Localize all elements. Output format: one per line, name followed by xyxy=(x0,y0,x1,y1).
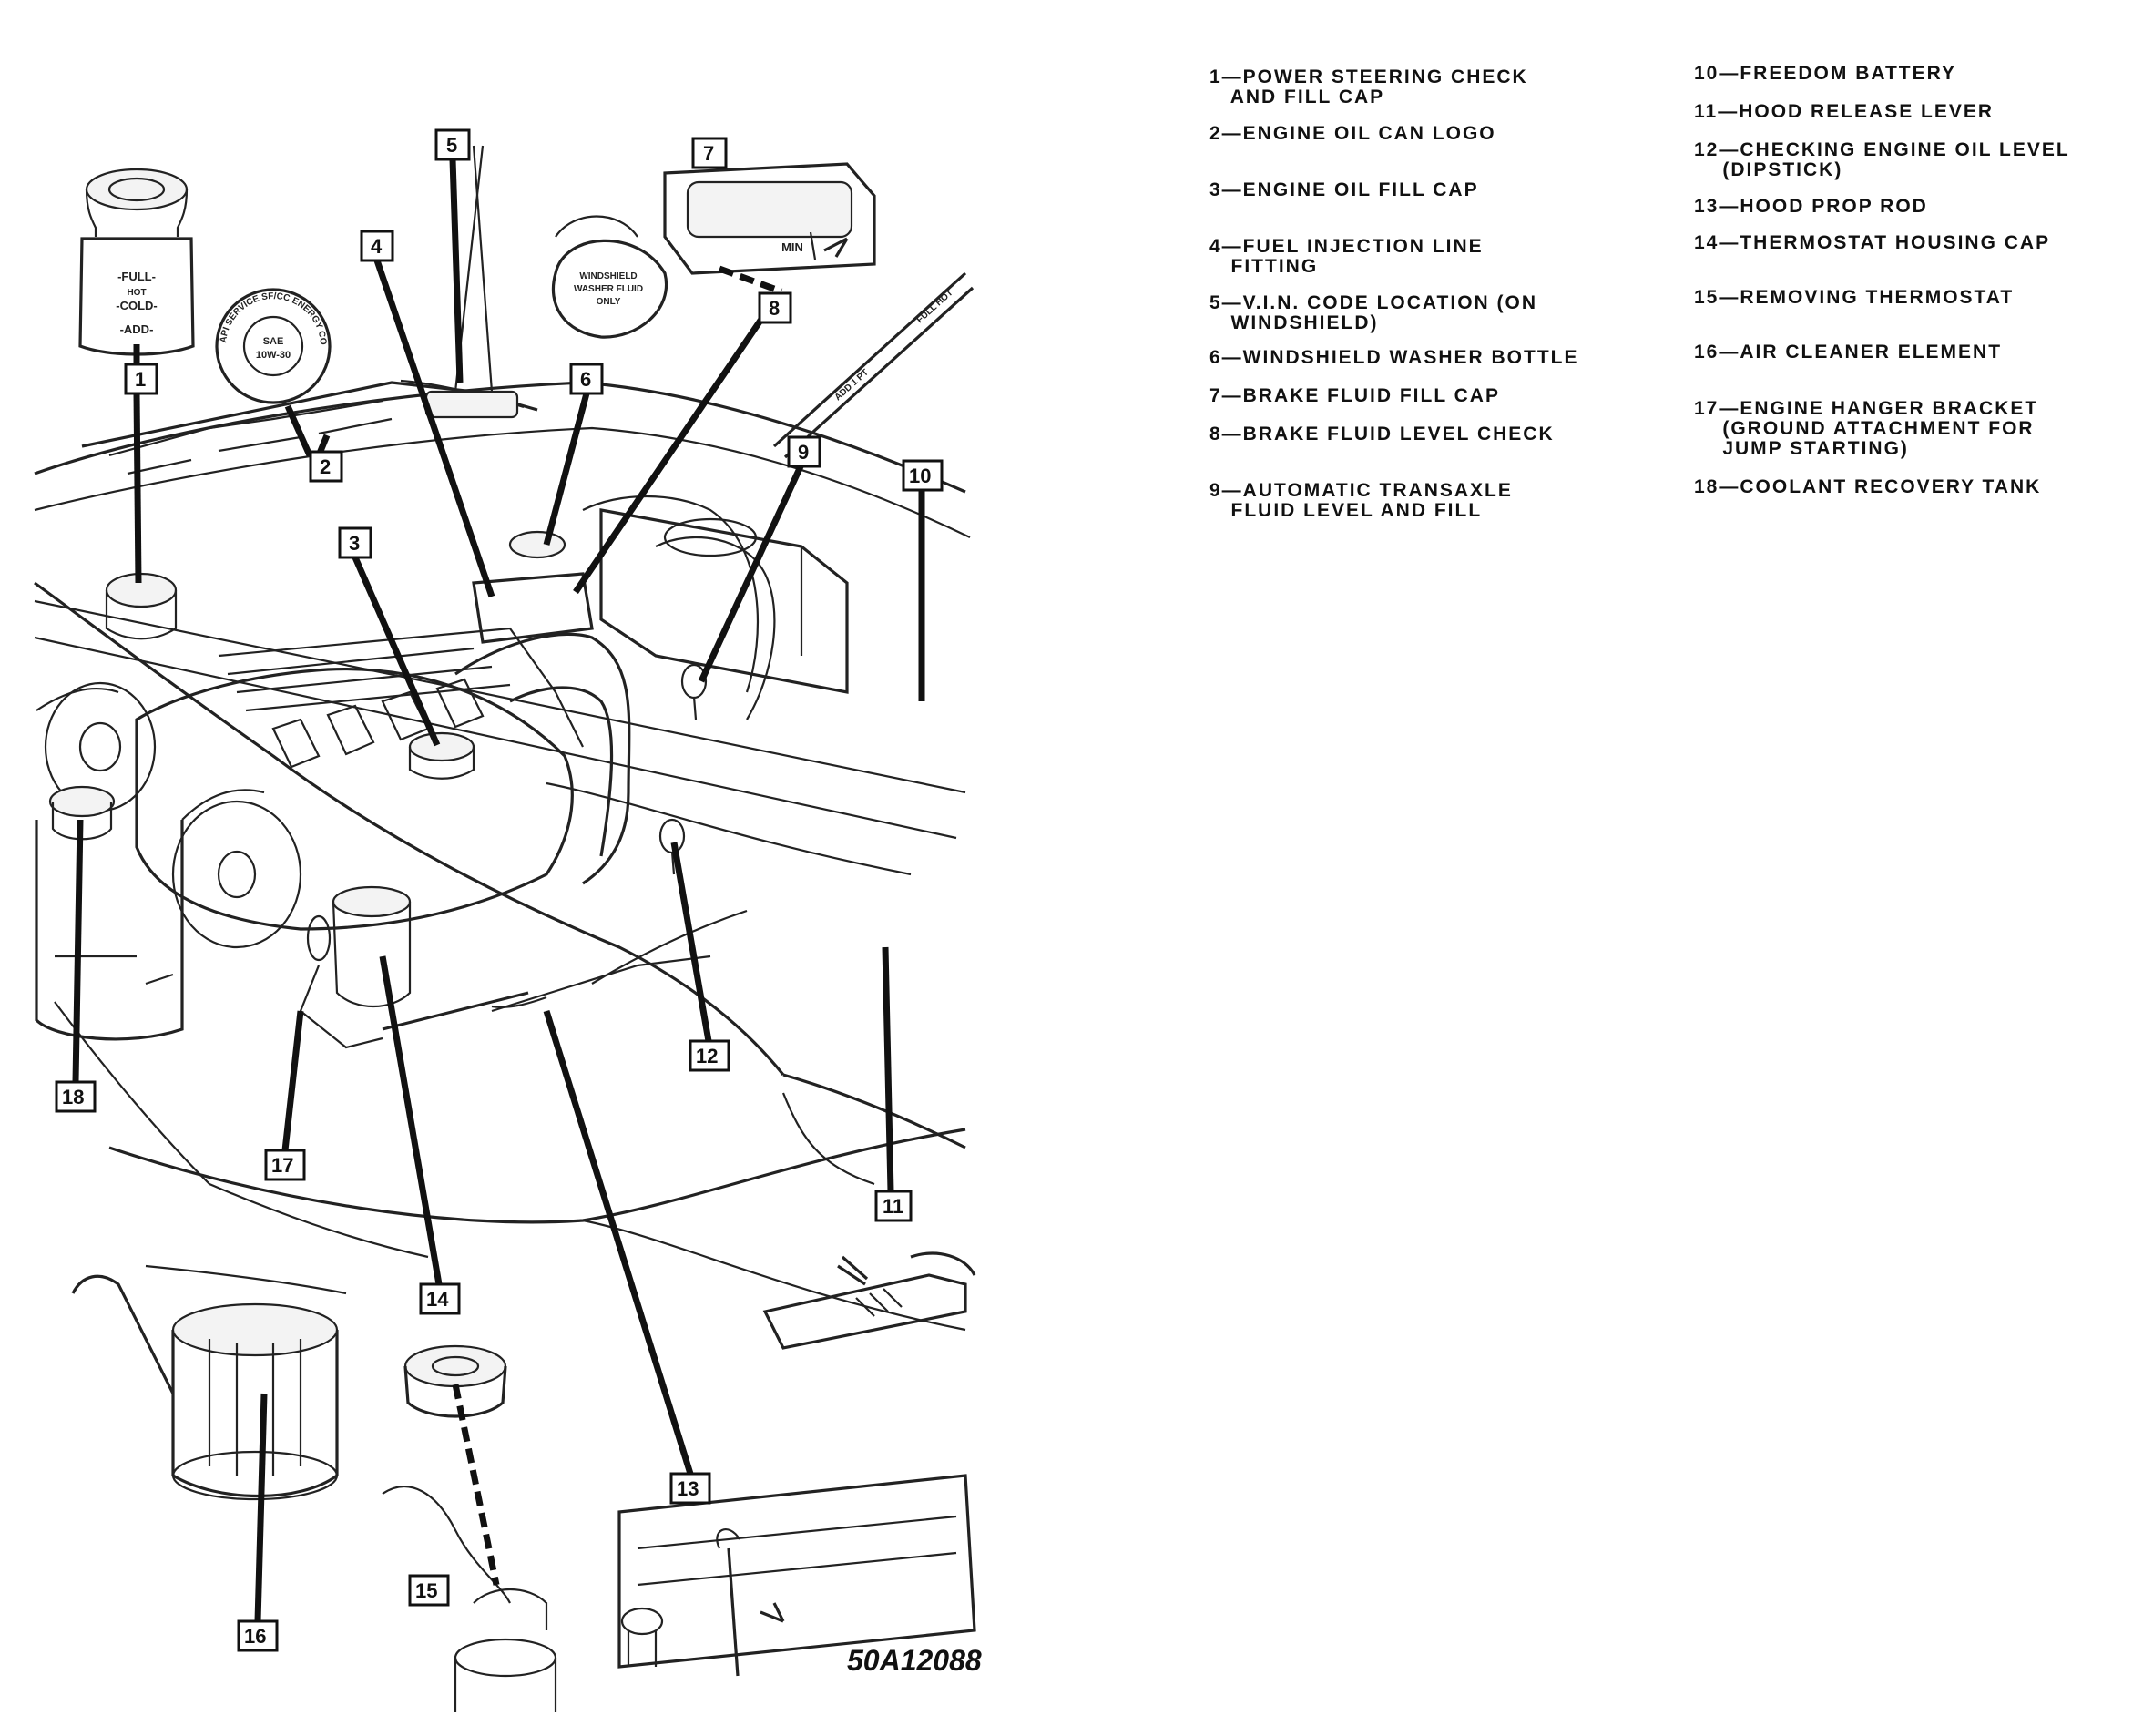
svg-text:11: 11 xyxy=(883,1195,903,1218)
legend-item-4: 4—FUEL INJECTION LINE FITTING xyxy=(1209,236,1484,277)
coolant-mark-full: -FULL- xyxy=(117,270,156,283)
callout-7: 7 xyxy=(691,137,728,169)
callout-10: 10 xyxy=(902,459,944,492)
svg-text:8: 8 xyxy=(769,297,780,320)
washer-cap-line-3: ONLY xyxy=(597,297,621,307)
oil-logo-viscosity: 10W-30 xyxy=(256,350,291,361)
svg-text:14: 14 xyxy=(426,1288,449,1311)
svg-text:17: 17 xyxy=(271,1154,293,1177)
legend-item-1: 1—POWER STEERING CHECK AND FILL CAP xyxy=(1209,66,1528,107)
callout-16: 16 xyxy=(237,1619,279,1652)
callout-4: 4 xyxy=(360,230,394,262)
figure-id: 50A12088 xyxy=(847,1644,982,1677)
windshield-wiper xyxy=(81,145,538,475)
callout-15: 15 xyxy=(408,1574,450,1607)
legend-item-15: 15—REMOVING THERMOSTAT xyxy=(1694,287,2015,308)
callout-13: 13 xyxy=(669,1472,711,1505)
air-cleaner-inset xyxy=(71,1274,339,1501)
callout-18: 18 xyxy=(55,1080,97,1113)
engine-assembly xyxy=(36,495,776,949)
washer-cap-inset: WINDSHIELD WASHER FLUID ONLY xyxy=(551,215,668,339)
legend-item-18: 18—COOLANT RECOVERY TANK xyxy=(1694,476,2042,497)
dipstick-full-mark: FULL HOT xyxy=(915,288,955,325)
svg-text:15: 15 xyxy=(415,1579,437,1602)
callout-17: 17 xyxy=(264,1149,306,1181)
legend-item-7: 7—BRAKE FLUID FILL CAP xyxy=(1209,385,1500,406)
svg-text:6: 6 xyxy=(580,368,591,391)
thermostat-housing xyxy=(299,885,412,1049)
power-steering-reservoir xyxy=(105,572,178,640)
svg-text:10: 10 xyxy=(909,465,931,487)
callout-5: 5 xyxy=(434,128,471,161)
callout-3: 3 xyxy=(338,526,372,559)
coolant-mark-hot: HOT xyxy=(127,288,146,298)
svg-text:12: 12 xyxy=(696,1045,718,1067)
callout-1: 1 xyxy=(124,363,158,395)
hood-prop-rod xyxy=(382,991,547,1031)
coolant-recovery-tank xyxy=(35,785,184,1041)
svg-text:5: 5 xyxy=(446,134,457,157)
callout-8: 8 xyxy=(758,291,792,324)
engine-oil-fill-cap xyxy=(408,731,475,780)
coolant-mark-add: -ADD- xyxy=(120,322,154,336)
vehicle-body-outline xyxy=(34,381,971,1332)
svg-text:9: 9 xyxy=(798,441,809,464)
legend-item-6: 6—WINDSHIELD WASHER BOTTLE xyxy=(1209,347,1579,368)
callout-14: 14 xyxy=(419,1282,461,1315)
callout-9: 9 xyxy=(787,435,821,468)
coolant-mark-cold: -COLD- xyxy=(116,299,158,312)
radiator-support xyxy=(34,599,966,1013)
callout-2: 2 xyxy=(309,450,343,483)
engine-compartment-illustration: -FULL- HOT -COLD- -ADD- API SERVICE SF/C… xyxy=(0,0,976,1712)
legend-item-2: 2—ENGINE OIL CAN LOGO xyxy=(1209,123,1496,144)
brake-min-mark: MIN xyxy=(781,240,803,254)
thermostat-removal-inset xyxy=(382,1344,557,1712)
legend-item-8: 8—BRAKE FLUID LEVEL CHECK xyxy=(1209,424,1555,444)
svg-text:2: 2 xyxy=(320,455,331,478)
legend-item-11: 11—HOOD RELEASE LEVER xyxy=(1694,101,1995,122)
legend-item-9: 9—AUTOMATIC TRANSAXLE FLUID LEVEL AND FI… xyxy=(1209,480,1513,521)
legend-item-13: 13—HOOD PROP ROD xyxy=(1694,196,1928,217)
hood-release-inset xyxy=(762,1251,976,1350)
svg-text:7: 7 xyxy=(703,142,714,165)
legend-item-3: 3—ENGINE OIL FILL CAP xyxy=(1209,179,1479,200)
svg-text:16: 16 xyxy=(244,1625,266,1648)
leader-lines xyxy=(72,158,925,1622)
svg-text:1: 1 xyxy=(135,368,146,391)
brake-cap-inset: MIN xyxy=(663,162,876,275)
hood-prop-inset xyxy=(617,1474,976,1677)
legend-item-12: 12—CHECKING ENGINE OIL LEVEL (DIPSTICK) xyxy=(1694,139,2070,180)
oil-logo-sae: SAE xyxy=(263,336,284,347)
callout-12: 12 xyxy=(689,1039,730,1072)
legend-item-17: 17—ENGINE HANGER BRACKET (GROUND ATTACHM… xyxy=(1694,398,2039,459)
svg-text:3: 3 xyxy=(349,532,360,555)
legend-item-5: 5—V.I.N. CODE LOCATION (ON WINDSHIELD) xyxy=(1209,292,1538,333)
svg-text:18: 18 xyxy=(62,1086,84,1108)
svg-text:4: 4 xyxy=(371,235,383,258)
svg-text:13: 13 xyxy=(677,1477,699,1500)
legend-item-10: 10—FREEDOM BATTERY xyxy=(1694,63,1957,84)
dipstick-handles xyxy=(658,663,708,875)
callout-6: 6 xyxy=(569,363,604,395)
washer-cap-line-2: WASHER FLUID xyxy=(574,284,643,294)
legend-item-14: 14—THERMOSTAT HOUSING CAP xyxy=(1694,232,2051,253)
legend-item-16: 16—AIR CLEANER ELEMENT xyxy=(1694,342,2003,363)
callout-11: 11 xyxy=(874,1190,913,1222)
battery xyxy=(599,508,849,694)
coolant-cap-inset: -FULL- HOT -COLD- -ADD- xyxy=(78,168,195,356)
washer-cap-line-1: WINDSHIELD xyxy=(579,271,637,281)
